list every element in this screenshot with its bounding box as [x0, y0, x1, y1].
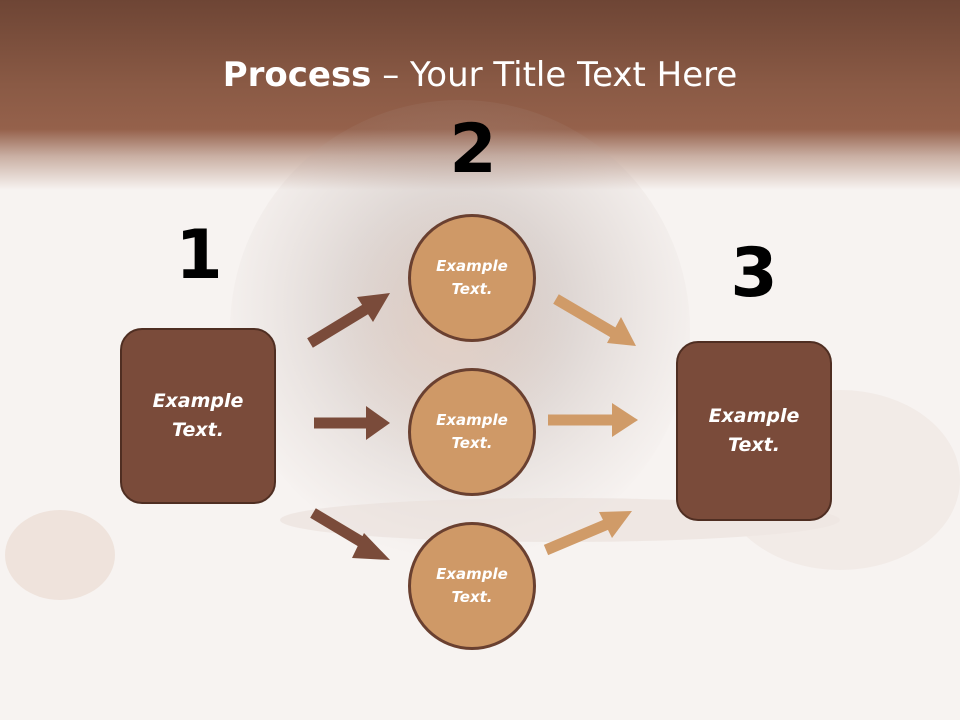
circle-bottom-text: Example Text.: [436, 565, 508, 606]
slide-title: Process – Your Title Text Here: [0, 55, 960, 95]
circle-middle: Example Text.: [408, 368, 536, 496]
left-box-text: Example Text.: [152, 390, 244, 441]
step-number-3: 3: [730, 234, 778, 313]
title-bold: Process: [222, 55, 372, 95]
arrow-left-to-bottom: [310, 508, 390, 560]
circle-bottom: Example Text.: [408, 522, 536, 650]
circle-middle-text: Example Text.: [436, 411, 508, 452]
right-box: Example Text.: [676, 341, 832, 521]
arrow-middle-to-right: [548, 403, 638, 437]
step-number-2: 2: [449, 110, 497, 189]
arrow-left-to-middle: [314, 406, 390, 440]
arrow-top-to-right: [553, 294, 636, 346]
right-box-text: Example Text.: [708, 405, 800, 456]
circle-top: Example Text.: [408, 214, 536, 342]
left-box: Example Text.: [120, 328, 276, 504]
arrow-bottom-to-right: [543, 511, 632, 556]
step-number-1: 1: [175, 216, 223, 295]
title-rest: – Your Title Text Here: [371, 55, 738, 95]
arrow-left-to-top: [307, 293, 390, 348]
circle-top-text: Example Text.: [436, 257, 508, 298]
